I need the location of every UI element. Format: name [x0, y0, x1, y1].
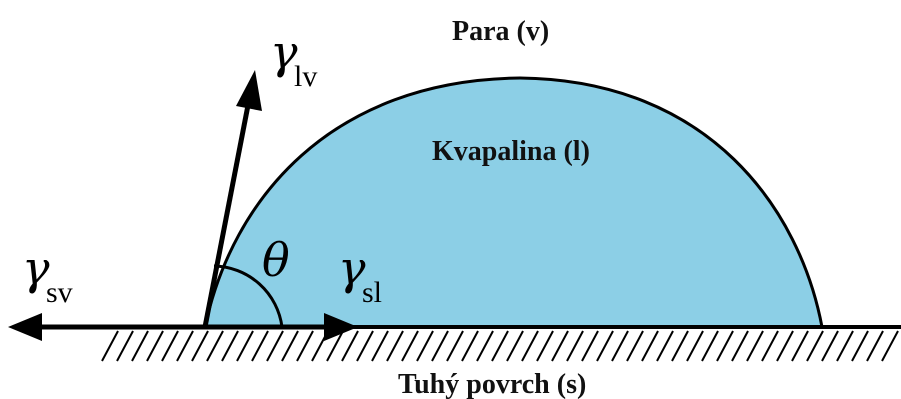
- hatch-mark: [746, 330, 764, 362]
- hatch-mark: [761, 330, 779, 362]
- gamma-sv-arrowhead: [8, 313, 42, 341]
- hatch-mark: [821, 330, 839, 362]
- hatch-mark: [866, 330, 884, 362]
- hatch-mark: [596, 330, 614, 362]
- liquid-droplet: [203, 76, 824, 329]
- gamma-lv-subscript: lv: [294, 60, 317, 93]
- hatch-mark: [431, 330, 449, 362]
- hatch-mark: [206, 330, 224, 362]
- gamma-lv-arrowhead: [236, 70, 262, 111]
- hatch-mark: [146, 330, 164, 362]
- hatch-mark: [506, 330, 524, 362]
- hatch-mark: [371, 330, 389, 362]
- hatch-mark: [281, 330, 299, 362]
- hatch-mark: [236, 330, 254, 362]
- hatch-mark: [671, 330, 689, 362]
- gamma-sl-subscript: sl: [362, 276, 382, 309]
- hatch-mark: [731, 330, 749, 362]
- hatch-mark: [296, 330, 314, 362]
- hatch-mark: [776, 330, 794, 362]
- vapor-label: Para (v): [452, 16, 549, 47]
- hatch-mark: [446, 330, 464, 362]
- hatch-mark: [716, 330, 734, 362]
- hatch-mark: [566, 330, 584, 362]
- hatch-mark: [266, 330, 284, 362]
- gamma-sl-arrowhead: [324, 313, 358, 341]
- hatch-mark: [341, 330, 359, 362]
- solid-surface-hatching: [101, 330, 899, 362]
- hatch-mark: [656, 330, 674, 362]
- hatch-mark: [356, 330, 374, 362]
- hatch-mark: [536, 330, 554, 362]
- solid-label: Tuhý povrch (s): [398, 369, 586, 399]
- liquid-label: Kvapalina (l): [432, 136, 590, 167]
- hatch-mark: [476, 330, 494, 362]
- hatch-mark: [881, 330, 899, 362]
- hatch-mark: [851, 330, 869, 362]
- hatch-mark: [791, 330, 809, 362]
- hatch-mark: [176, 330, 194, 362]
- hatch-mark: [461, 330, 479, 362]
- hatch-mark: [836, 330, 854, 362]
- hatch-mark: [161, 330, 179, 362]
- gamma-lv-arrow-shaft: [202, 94, 253, 328]
- hatch-mark: [221, 330, 239, 362]
- hatch-mark: [686, 330, 704, 362]
- hatch-mark: [491, 330, 509, 362]
- gamma-sv-subscript: sv: [46, 276, 73, 309]
- hatch-mark: [611, 330, 629, 362]
- hatch-mark: [641, 330, 659, 362]
- hatch-mark: [131, 330, 149, 362]
- hatch-mark: [701, 330, 719, 362]
- hatch-mark: [521, 330, 539, 362]
- hatch-mark: [581, 330, 599, 362]
- gamma-lv-symbol: γ: [270, 25, 298, 79]
- gamma-sv-symbol: γ: [22, 241, 50, 295]
- hatch-mark: [326, 330, 344, 362]
- hatch-mark: [401, 330, 419, 362]
- hatch-mark: [806, 330, 824, 362]
- hatch-mark: [386, 330, 404, 362]
- hatch-mark: [551, 330, 569, 362]
- hatch-mark: [416, 330, 434, 362]
- hatch-mark: [101, 330, 119, 362]
- hatch-mark: [116, 330, 134, 362]
- hatch-mark: [191, 330, 209, 362]
- gamma-sl-symbol: γ: [338, 241, 366, 295]
- contact-angle-arc: [213, 264, 284, 328]
- hatch-mark: [251, 330, 269, 362]
- contact-angle-theta: θ: [262, 233, 290, 287]
- hatch-mark: [626, 330, 644, 362]
